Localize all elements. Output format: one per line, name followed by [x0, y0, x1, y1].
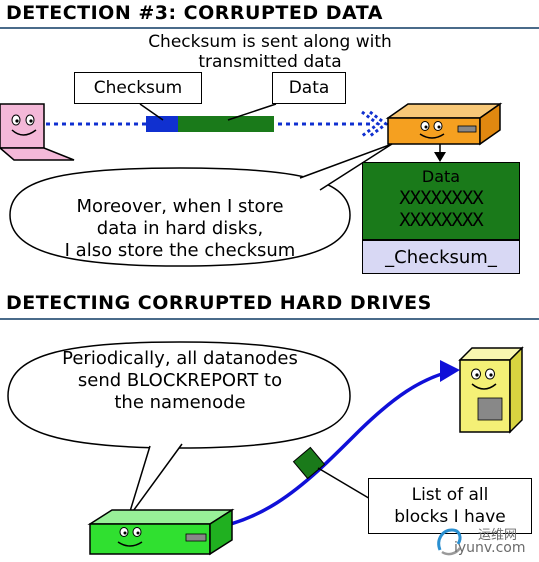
- section2-title: DETECTING CORRUPTED HARD DRIVES: [6, 292, 432, 314]
- blocklist-label: List of all blocks I have: [368, 478, 532, 534]
- speech-bubble-tail: [127, 443, 183, 519]
- bubble-line-3: I also store the checksum: [64, 240, 296, 261]
- section1-diagram: [0, 102, 503, 267]
- arrowhead-icon: [361, 110, 389, 138]
- stored-data-row-2: XXXXXXXX: [399, 209, 484, 231]
- laptop-icon: [0, 103, 75, 161]
- speech-bubble-shape: [7, 341, 351, 449]
- section1-bubble-text: Moreover, when I store data in hard disk…: [20, 196, 340, 262]
- section2-title-rule: [0, 318, 539, 320]
- bubble-line-3: the namenode: [114, 392, 246, 413]
- stored-data-label: Data: [421, 167, 461, 186]
- stored-data-block: Data XXXXXXXX XXXXXXXX: [362, 162, 520, 240]
- blocklist-pointer: [317, 467, 373, 501]
- caption-line-2: transmitted data: [198, 52, 342, 72]
- store-arrowhead-icon: [434, 152, 446, 162]
- packet-checksum-segment: [146, 116, 178, 132]
- datanode-icon: [385, 102, 503, 146]
- stored-checksum-block: _Checksum_: [362, 240, 520, 274]
- data-label: Data: [272, 72, 346, 104]
- blockreport-arrow: [175, 370, 449, 534]
- section2-diagram: [7, 341, 524, 556]
- checksum-pointer: [139, 103, 164, 121]
- bubble-line-2: data in hard disks,: [96, 218, 264, 239]
- blocklist-line-1: List of all: [411, 485, 489, 505]
- stored-data-row-1: XXXXXXXX: [399, 187, 484, 209]
- namenode-icon: [458, 346, 524, 434]
- blocklist-line-2: blocks I have: [394, 507, 506, 527]
- section1-caption: Checksum is sent along with transmitted …: [60, 32, 480, 72]
- bubble-line-1: Periodically, all datanodes: [62, 348, 298, 369]
- watermark-url: iyunv.com: [454, 540, 526, 556]
- blockreport-arrowhead-icon: [440, 360, 460, 382]
- caption-line-1: Checksum is sent along with: [148, 32, 392, 52]
- checksum-label: Checksum: [74, 72, 202, 104]
- watermark-cn: 运维网: [478, 528, 518, 543]
- section2-bubble-text: Periodically, all datanodes send BLOCKRE…: [20, 348, 340, 414]
- section1-title-rule: [0, 27, 539, 29]
- speech-bubble-tail: [299, 143, 393, 191]
- data-pointer: [227, 103, 277, 121]
- watermark-logo-icon: [437, 528, 462, 556]
- speech-bubble-shape: [9, 167, 351, 267]
- blockreport-packet: [292, 446, 326, 480]
- section1-title: DETECTION #3: CORRUPTED DATA: [6, 2, 383, 24]
- bubble-line-1: Moreover, when I store: [76, 196, 284, 217]
- packet-data-segment: [178, 116, 274, 132]
- datanode-icon: [87, 508, 235, 556]
- bubble-line-2: send BLOCKREPORT to: [77, 370, 283, 391]
